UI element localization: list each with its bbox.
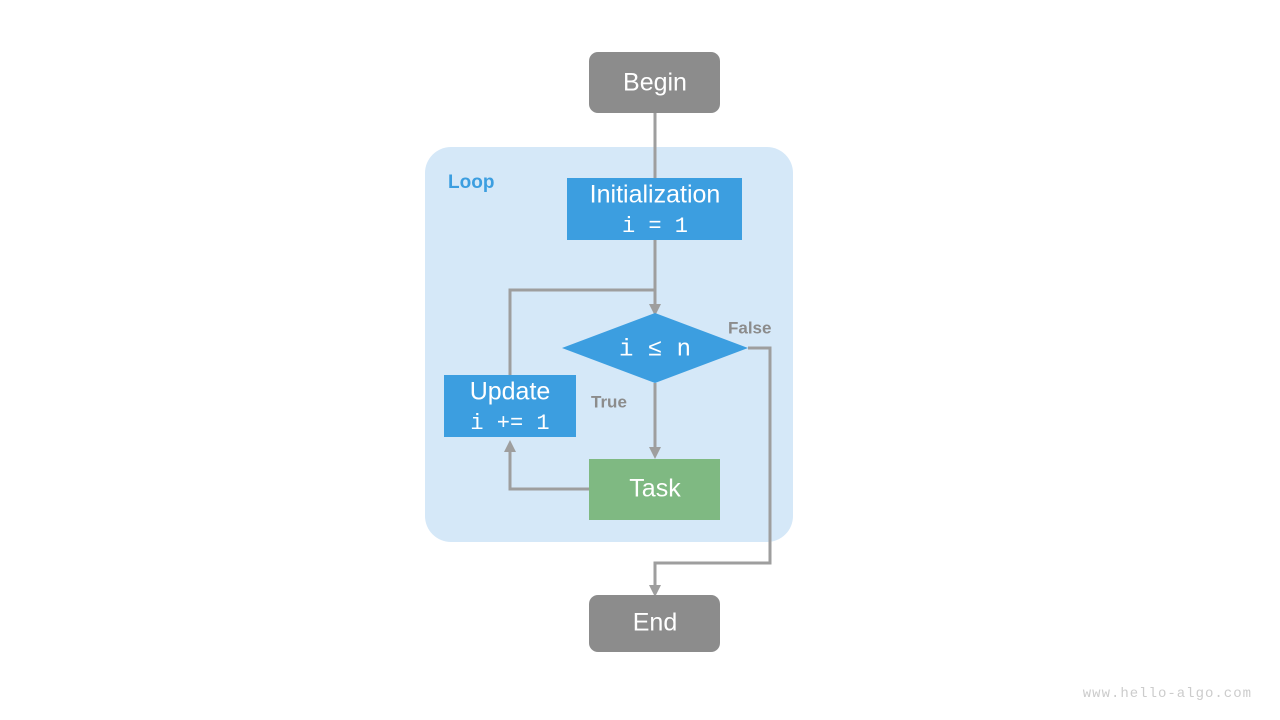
node-condition-code: i ≤ n (619, 336, 691, 363)
node-initialization-code: i = 1 (622, 214, 688, 239)
node-end-shape (589, 595, 720, 652)
edge-task-to-update (504, 440, 589, 491)
node-condition-shape (562, 313, 748, 383)
node-initialization-label: Initialization (590, 181, 721, 209)
node-end-label: End (633, 609, 677, 637)
edge-condition-true-to-task: True (591, 383, 661, 459)
node-condition[interactable]: i ≤ n (562, 313, 748, 383)
node-end[interactable]: End (589, 595, 720, 652)
node-task-label: Task (629, 475, 681, 503)
node-task[interactable]: Task (589, 459, 720, 520)
node-update-shape (444, 375, 576, 437)
edge-label-true: True (591, 392, 627, 411)
node-initialization-shape (567, 178, 742, 240)
node-initialization[interactable]: Initialization i = 1 (567, 178, 742, 240)
node-begin-label: Begin (623, 69, 687, 97)
edge-label-false: False (728, 318, 771, 337)
edge-update-to-condition (508, 288, 655, 375)
site-watermark: www.hello-algo.com (1082, 686, 1252, 702)
edge-initialization-to-condition (649, 240, 661, 316)
edge-condition-false-to-end: False (649, 318, 772, 597)
node-update-code: i += 1 (470, 411, 549, 436)
loop-group-label: Loop (448, 172, 494, 193)
node-task-shape (589, 459, 720, 520)
node-begin-shape (589, 52, 720, 113)
node-update-label: Update (470, 378, 551, 406)
node-update[interactable]: Update i += 1 (444, 375, 576, 437)
node-begin[interactable]: Begin (589, 52, 720, 113)
